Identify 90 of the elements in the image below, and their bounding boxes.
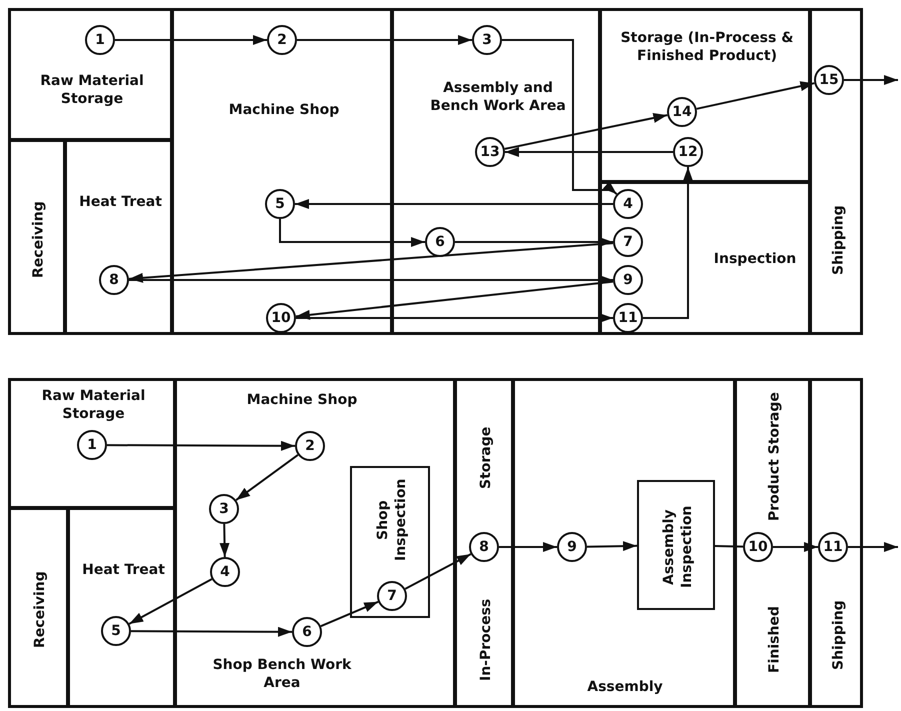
floor-area xyxy=(172,8,392,335)
flow-arrow xyxy=(502,39,618,195)
step-number-circle: 12 xyxy=(673,137,703,167)
flow-arrow xyxy=(499,542,557,552)
floor-area xyxy=(8,140,65,335)
flow-line xyxy=(714,545,744,548)
step-number-circle: 4 xyxy=(210,557,240,587)
step-number-circle: 13 xyxy=(475,137,505,167)
flow-arrow xyxy=(220,524,230,558)
step-number-circle: 2 xyxy=(295,431,325,461)
flow-arrow xyxy=(505,147,673,157)
flow-arrow xyxy=(643,167,693,319)
flow-arrow xyxy=(128,242,614,283)
floor-area xyxy=(600,8,810,182)
flow-arrow xyxy=(296,280,614,320)
flow-arrow xyxy=(296,313,613,323)
step-number-circle: 7 xyxy=(613,227,643,257)
step-number-circle: 1 xyxy=(77,430,107,460)
area-label: In-Process xyxy=(477,598,495,684)
floor-area xyxy=(735,378,810,708)
floor-area xyxy=(455,378,513,708)
area-label: Shop Inspection xyxy=(374,478,410,564)
flow-arrow xyxy=(844,75,898,85)
flow-arrow xyxy=(455,237,613,247)
area-label: Finished xyxy=(766,606,784,676)
step-number-circle: 5 xyxy=(101,616,131,646)
area-label: Heat Treat xyxy=(78,193,163,212)
step-number-circle: 9 xyxy=(613,265,643,295)
step-number-circle: 6 xyxy=(425,227,455,257)
flow-arrow xyxy=(848,542,898,552)
area-label: Storage xyxy=(477,426,495,492)
step-number-circle: 14 xyxy=(667,97,697,127)
floor-area xyxy=(8,508,68,708)
area-label: Raw Material Storage xyxy=(39,72,145,109)
step-number-circle: 6 xyxy=(292,617,322,647)
flow-arrow xyxy=(279,219,425,247)
step-number-circle: 4 xyxy=(613,189,643,219)
step-number-circle: 10 xyxy=(266,303,296,333)
flow-arrow xyxy=(236,454,298,501)
step-number-circle: 8 xyxy=(99,265,129,295)
flow-arrow xyxy=(696,81,815,110)
area-label: Receiving xyxy=(31,570,49,650)
floor-area xyxy=(68,508,175,708)
area-label: Machine Shop xyxy=(228,101,340,120)
area-label: Assembly xyxy=(586,678,664,697)
area-label: Inspection xyxy=(712,250,798,269)
flow-arrow xyxy=(131,626,292,637)
flow-arrow xyxy=(107,440,295,451)
area-label: Assembly and Bench Work Area xyxy=(429,79,567,116)
flow-arrow xyxy=(404,553,472,590)
area-label: Shop Bench Work Area xyxy=(212,656,352,693)
inspection-station-box xyxy=(350,466,430,618)
area-label: Machine Shop xyxy=(246,391,358,410)
area-label: Shipping xyxy=(830,599,848,672)
area-label: Receiving xyxy=(30,200,48,280)
step-number-circle: 3 xyxy=(209,494,239,524)
flow-arrow xyxy=(504,113,668,150)
step-number-circle: 1 xyxy=(85,25,115,55)
floor-area xyxy=(392,8,600,335)
area-label: Assembly Inspection xyxy=(660,504,696,590)
step-number-circle: 15 xyxy=(814,65,844,95)
floor-area xyxy=(65,140,172,335)
floor-area xyxy=(175,378,455,708)
area-label: Product Storage xyxy=(766,391,784,523)
floor-area xyxy=(600,182,810,335)
floor-area xyxy=(8,378,175,508)
step-number-circle: 7 xyxy=(377,581,407,611)
flow-arrow xyxy=(295,199,613,209)
step-number-circle: 10 xyxy=(743,532,773,562)
area-label: Shipping xyxy=(830,204,848,277)
inspection-station-box xyxy=(637,480,715,610)
step-number-circle: 5 xyxy=(265,189,295,219)
floor-area xyxy=(513,378,735,708)
step-number-circle: 9 xyxy=(557,532,587,562)
floor-area xyxy=(8,8,172,140)
step-number-circle: 11 xyxy=(613,303,643,333)
flow-arrow xyxy=(320,600,379,628)
area-label: Heat Treat xyxy=(81,561,166,580)
step-number-circle: 8 xyxy=(469,532,499,562)
flow-arrow xyxy=(129,275,613,285)
step-number-circle: 11 xyxy=(818,532,848,562)
area-label: Raw Material Storage xyxy=(40,387,146,424)
flow-arrow xyxy=(115,35,267,45)
step-number-circle: 2 xyxy=(267,25,297,55)
flow-arrow xyxy=(297,35,472,45)
flow-arrow xyxy=(586,541,638,552)
flow-arrow xyxy=(128,578,212,625)
flow-arrow xyxy=(773,542,818,552)
area-label: Storage (In-Process & Finished Product) xyxy=(620,29,794,66)
step-number-circle: 3 xyxy=(472,25,502,55)
